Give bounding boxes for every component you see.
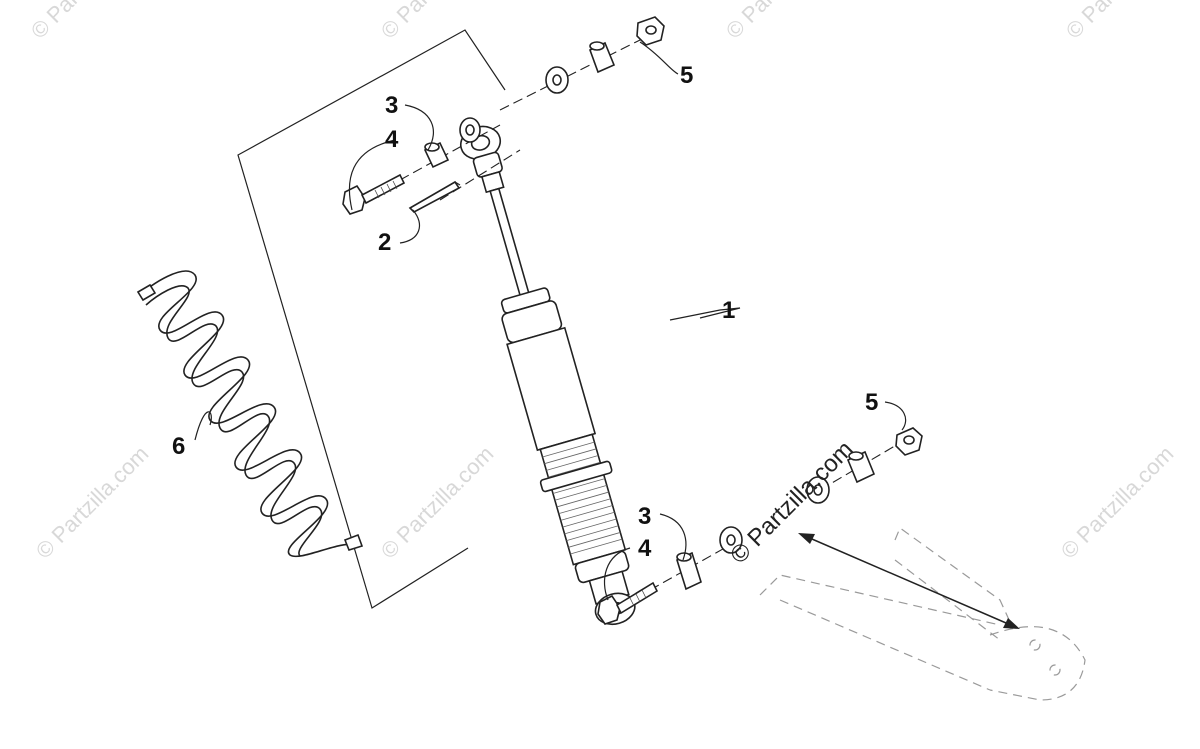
group-bracket <box>237 29 506 609</box>
callout-2: 2 <box>378 229 391 256</box>
callout-5-upper: 5 <box>680 62 693 89</box>
callout-1: 1 <box>722 297 735 324</box>
watermark-text: © Partzilla.com <box>26 0 149 44</box>
lower-mount-hardware <box>597 427 923 625</box>
watermark-text: © Partzilla.com <box>1061 0 1184 44</box>
upper-mount-hardware <box>342 16 665 215</box>
watermark-text: © Partzilla.com <box>31 441 154 564</box>
partzilla-watermark: © Partzilla.com <box>725 436 858 569</box>
callout-4-lower: 4 <box>638 535 652 562</box>
shock-absorber <box>459 125 636 626</box>
leader-lines <box>194 41 907 601</box>
watermark-text: © Partzilla.com <box>376 441 499 564</box>
callout-3-lower: 3 <box>638 503 651 530</box>
watermark-text: © Partzilla.com <box>721 0 844 44</box>
callout-6: 6 <box>172 433 185 460</box>
watermark-text: © Partzilla.com <box>1056 441 1179 564</box>
callout-3-upper: 3 <box>385 92 398 119</box>
callout-4-upper: 4 <box>385 126 399 153</box>
coil-spring <box>136 270 364 558</box>
callout-5-lower: 5 <box>865 389 878 416</box>
length-arrow <box>798 533 1020 629</box>
watermark-text: © Partzilla.com <box>376 0 499 44</box>
a-arm-ghost <box>759 527 1086 701</box>
